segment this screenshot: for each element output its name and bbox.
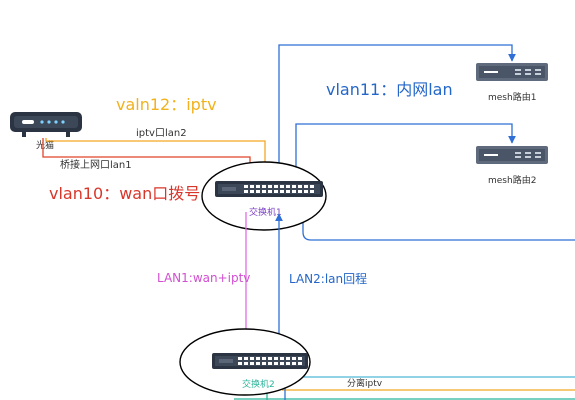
mesh1-link [278, 44, 516, 180]
lan1-label: LAN1:wan+iptv [157, 271, 250, 285]
rack-server-icon [476, 63, 548, 81]
rack-server-icon [476, 146, 548, 164]
split-iptv-label: 分离iptv [347, 377, 383, 389]
mesh1-label: mesh路由1 [488, 91, 536, 103]
mesh2-link [295, 123, 516, 180]
switch1-label: 交换机1 [249, 206, 282, 218]
switch-icon [215, 181, 323, 197]
bridge-port-label: 桥接上网口lan1 [60, 158, 132, 171]
vlan12-label: valn12：iptv [116, 95, 217, 114]
lan2-label: LAN2:lan回程 [289, 271, 367, 286]
switch2-label: 交换机2 [242, 378, 275, 390]
router-icon [10, 112, 82, 137]
modem-label: 光猫 [36, 139, 54, 151]
mesh2-label: mesh路由2 [488, 174, 536, 186]
vlan10-label: vlan10：wan口拨号 [49, 184, 200, 203]
iptv-port-label: iptv口lan2 [136, 128, 187, 139]
split-iptv-link [299, 372, 575, 378]
lan-extend-link [302, 207, 575, 241]
switch-icon [212, 353, 308, 369]
vlan11-label: vlan11：内网lan [326, 80, 453, 99]
iptv-link [45, 138, 269, 181]
